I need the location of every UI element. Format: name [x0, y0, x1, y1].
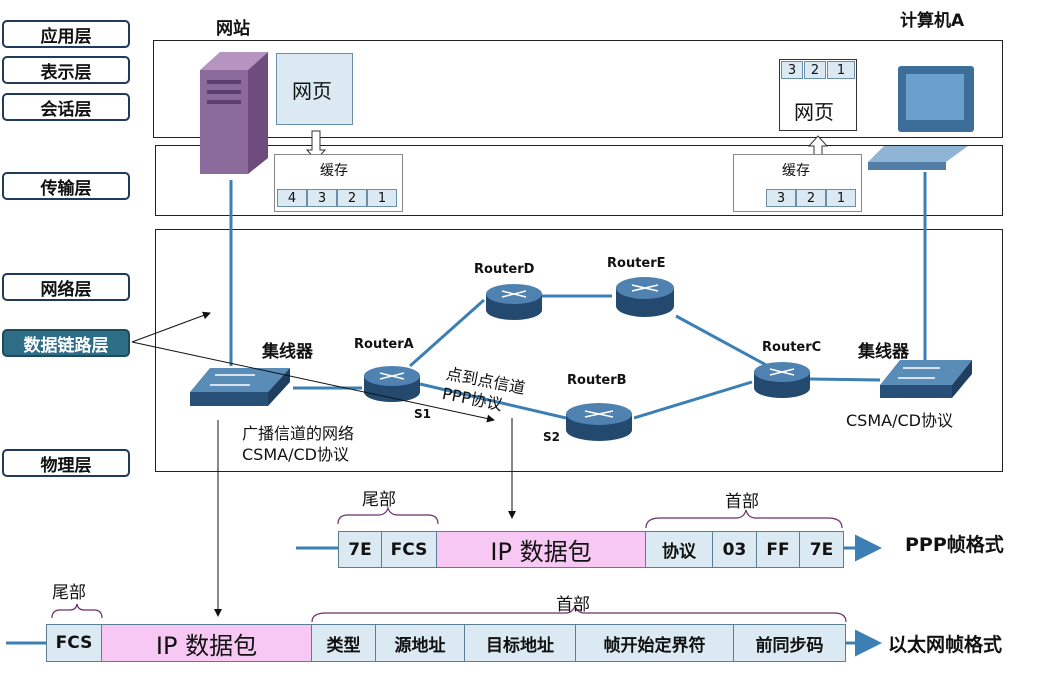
router-d-label: RouterD — [474, 262, 535, 277]
ppp-tail-label: 尾部 — [362, 490, 396, 510]
eth-cell-sfd: 帧开始定界符 — [575, 624, 734, 662]
router-b-icon — [566, 403, 632, 441]
hub-right-label: 集线器 — [858, 342, 909, 362]
eth-head-label: 首部 — [556, 595, 590, 615]
router-e-icon — [616, 277, 674, 317]
layer-presentation[interactable]: 表示层 — [2, 56, 130, 84]
router-e-label: RouterE — [607, 256, 666, 271]
right-cache-cell: 3 — [766, 189, 796, 207]
right-page-cell: 3 — [781, 61, 803, 79]
eth-cell-destination: 目标地址 — [464, 624, 576, 662]
router-a-label: RouterA — [354, 337, 414, 352]
ppp-cell-protocol: 协议 — [645, 531, 713, 568]
router-b-label: RouterB — [567, 373, 627, 388]
website-label: 网站 — [216, 19, 250, 39]
right-csma-label: CSMA/CD协议 — [846, 411, 953, 430]
eth-cell-preamble: 前同步码 — [733, 624, 846, 662]
left-webpage-box — [276, 53, 353, 125]
layer-network[interactable]: 网络层 — [2, 273, 130, 301]
hub-right-icon — [880, 360, 972, 398]
server-icon — [200, 52, 268, 174]
layer-transport[interactable]: 传输层 — [2, 172, 130, 200]
ppp-frame-title: PPP帧格式 — [905, 534, 1004, 556]
left-cache-cell: 4 — [277, 189, 307, 207]
right-webpage-label: 网页 — [794, 100, 834, 124]
left-cache-cell: 2 — [337, 189, 367, 207]
router-c-icon — [754, 362, 810, 398]
broadcast-line1: 广播信道的网络 — [242, 424, 355, 443]
eth-cell-ip-packet: IP 数据包 — [101, 624, 312, 662]
eth-frame-title: 以太网帧格式 — [888, 634, 1003, 656]
left-cache-cell: 3 — [307, 189, 337, 207]
eth-cell-type: 类型 — [311, 624, 376, 662]
computer-label: 计算机A — [900, 11, 965, 31]
hub-left-icon — [190, 368, 290, 406]
s2-label: S2 — [543, 430, 560, 444]
eth-cell-fcs: FCS — [46, 624, 102, 662]
ppp-cell-ip-packet: IP 数据包 — [436, 531, 646, 568]
computer-icon — [868, 66, 974, 170]
ppp-cell-flag-start: 7E — [799, 531, 844, 568]
router-d-icon — [486, 284, 542, 320]
right-page-cell: 2 — [804, 61, 826, 79]
ppp-head-label: 首部 — [725, 492, 759, 512]
right-page-cell: 1 — [827, 61, 855, 79]
router-c-label: RouterC — [762, 340, 822, 355]
left-cache-cell: 1 — [367, 189, 397, 207]
layer-datalink[interactable]: 数据链路层 — [2, 329, 130, 357]
ppp-cell-control: 03 — [712, 531, 757, 568]
ppp-cell-address: FF — [756, 531, 800, 568]
layer-session[interactable]: 会话层 — [2, 93, 130, 121]
layer-application[interactable]: 应用层 — [2, 20, 130, 48]
ppp-cell-fcs: FCS — [381, 531, 437, 568]
eth-tail-label: 尾部 — [52, 583, 86, 603]
broadcast-line2: CSMA/CD协议 — [242, 445, 349, 464]
router-a-icon — [364, 366, 420, 402]
left-cache-label: 缓存 — [320, 163, 348, 179]
layer-physical[interactable]: 物理层 — [2, 449, 130, 477]
eth-cell-source: 源地址 — [375, 624, 465, 662]
right-cache-cell: 1 — [826, 189, 856, 207]
right-cache-cell: 2 — [796, 189, 826, 207]
hub-left-label: 集线器 — [262, 342, 313, 362]
s1-label: S1 — [414, 407, 431, 421]
right-cache-label: 缓存 — [782, 163, 810, 179]
ppp-cell-flag-end: 7E — [338, 531, 382, 568]
left-webpage-label: 网页 — [292, 79, 332, 103]
